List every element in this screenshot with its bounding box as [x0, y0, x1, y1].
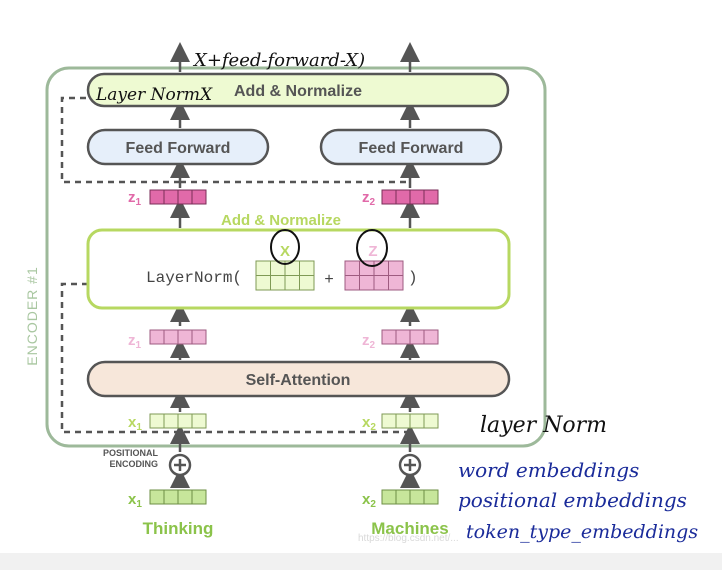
encoder-label: ENCODER #1 [24, 266, 40, 365]
handwriting-feed-forward-x: X+feed-forward-X) [192, 50, 365, 71]
word-machines: Machines [371, 519, 448, 538]
feed-forward-left-box [86, 128, 270, 166]
layernorm-suffix: ) [408, 269, 418, 287]
z1-light-vector [149, 329, 207, 345]
z1-light-label: z1 [128, 332, 142, 351]
feed-forward-right-box [319, 128, 503, 166]
x2-inner-label: x2 [362, 414, 376, 433]
handwriting-layer-norm-right: layer Norm [480, 413, 607, 438]
positional-encoding-line1: POSITIONAL [103, 448, 159, 458]
self-attention-text: Self-Attention [246, 372, 351, 389]
encoder-container [45, 66, 547, 448]
footer-bar [0, 553, 722, 570]
handwriting-layer-norm-x: Layer NormX [95, 85, 213, 105]
watermark-text: https://blog.csdn.net/... [358, 533, 459, 544]
x1-outer-label: x1 [128, 491, 142, 510]
residual-line-upper [60, 96, 180, 184]
z2-vector [381, 189, 439, 205]
matrix-x [255, 260, 315, 291]
x2-outer-vector [381, 489, 439, 505]
handwriting-circle-x [270, 229, 300, 265]
handwriting-token-type-embeddings: token_type_embeddings [466, 521, 698, 543]
add-normalize-mid-label: Add & Normalize [221, 212, 341, 229]
z2-label: z2 [362, 189, 376, 208]
handwriting-circle-z [356, 229, 388, 267]
x1-inner-vector [149, 413, 207, 429]
x1-inner-label: x1 [128, 414, 142, 433]
add-normalize-top-box [86, 72, 510, 108]
layernorm-plus: + [324, 271, 333, 288]
add-normalize-top-text: Add & Normalize [234, 83, 362, 100]
positional-encoding-line2: ENCODING [109, 459, 158, 469]
handwriting-positional-embeddings: positional embeddings [458, 488, 687, 512]
self-attention-box [86, 360, 511, 398]
z1-label: z1 [128, 189, 142, 208]
residual-line-lower [60, 282, 180, 434]
x2-inner-vector [381, 413, 439, 429]
z2-light-vector [381, 329, 439, 345]
plus-circle-left-icon [168, 453, 192, 477]
feed-forward-right-text: Feed Forward [359, 140, 464, 157]
layernorm-prefix: LayerNorm( [146, 269, 242, 287]
plus-circle-right-icon [398, 453, 422, 477]
x1-outer-vector [149, 489, 207, 505]
z1-vector [149, 189, 207, 205]
x2-outer-label: x2 [362, 491, 376, 510]
z2-light-label: z2 [362, 332, 376, 351]
handwriting-word-embeddings: word embeddings [458, 458, 639, 482]
feed-forward-left-text: Feed Forward [126, 140, 231, 157]
word-thinking: Thinking [143, 519, 214, 538]
matrix-z-label: Z [368, 243, 377, 260]
matrix-x-label: X [280, 243, 290, 260]
